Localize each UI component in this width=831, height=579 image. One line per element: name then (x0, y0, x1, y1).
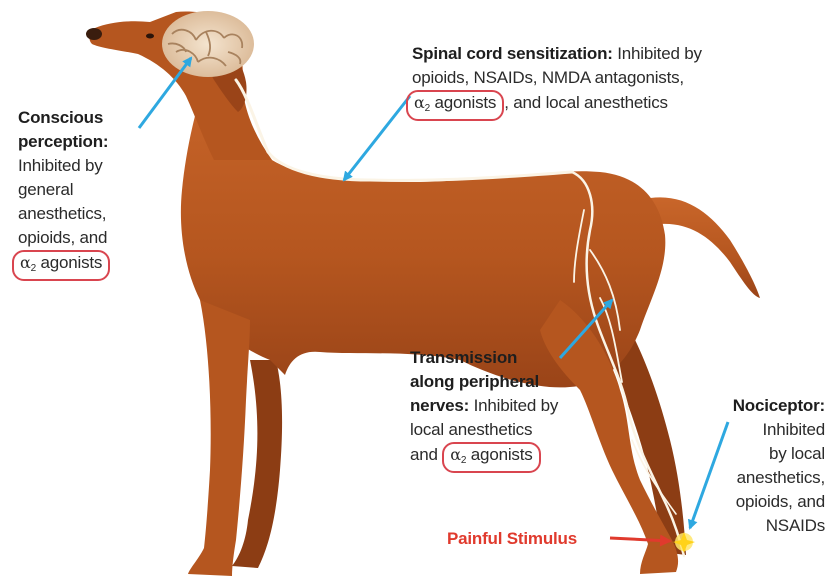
nociceptor-line-1: Inhibited (733, 418, 825, 442)
alpha-agonists-text: agonists (430, 93, 496, 112)
transmission-alpha-circle: α2 agonists (442, 442, 540, 473)
spinal-line-1: Inhibited by (613, 44, 702, 63)
label-painful-stimulus: Painful Stimulus (447, 527, 577, 551)
label-conscious-perception: Conscious perception: Inhibited by gener… (18, 106, 110, 281)
transmission-title-1: Transmission (410, 348, 517, 367)
conscious-alpha-circle: α2 agonists (12, 250, 110, 281)
label-transmission: Transmission along peripheral nerves: In… (410, 346, 558, 473)
spinal-line-2: opioids, NSAIDs, NMDA antagonists, (412, 66, 702, 90)
alpha-symbol: α (414, 93, 425, 112)
conscious-line-4: opioids, and (18, 226, 110, 250)
alpha-symbol: α (20, 253, 31, 272)
conscious-title-1: Conscious (18, 108, 103, 127)
spinal-title: Spinal cord sensitization: (412, 44, 613, 63)
brain-graphic (162, 11, 254, 77)
arrow-nociceptor (690, 422, 728, 528)
nociceptor-line-2: by local (733, 442, 825, 466)
dog-nose (86, 28, 102, 40)
transmission-line-2: local anesthetics (410, 418, 558, 442)
conscious-title-2: perception: (18, 132, 108, 151)
transmission-line-3: and (410, 445, 442, 464)
alpha-symbol: α (450, 445, 461, 464)
nociceptor-line-5: NSAIDs (733, 514, 825, 538)
alpha-agonists-text: agonists (36, 253, 102, 272)
transmission-line-1: Inhibited by (469, 396, 558, 415)
spinal-alpha-circle: α2 agonists (406, 90, 504, 121)
nociceptor-line-3: anesthetics, (733, 466, 825, 490)
alpha-agonists-text: agonists (466, 445, 532, 464)
arrow-spinal (344, 96, 410, 180)
transmission-title-2: along peripheral (410, 372, 539, 391)
transmission-title-3: nerves: (410, 396, 469, 415)
conscious-line-2: general (18, 178, 110, 202)
front-leg (188, 300, 250, 576)
spinal-line-3: , and local anesthetics (504, 93, 668, 112)
label-spinal-cord: Spinal cord sensitization: Inhibited by … (412, 42, 702, 121)
nociceptor-line-4: opioids, and (733, 490, 825, 514)
label-nociceptor: Nociceptor: Inhibited by local anestheti… (733, 394, 825, 538)
nociceptor-title: Nociceptor: (733, 396, 825, 415)
conscious-line-3: anesthetics, (18, 202, 110, 226)
conscious-line-1: Inhibited by (18, 154, 110, 178)
